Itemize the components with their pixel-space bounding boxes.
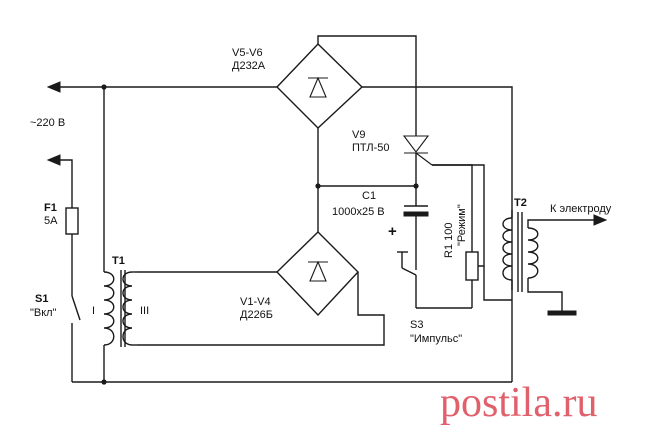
label-v5v6-type: Д232А xyxy=(232,60,266,72)
label-electrode: К электроду xyxy=(550,203,612,215)
label-winding-1: I xyxy=(92,305,95,317)
label-t2: T2 xyxy=(514,197,527,209)
label-c1-plus: + xyxy=(388,223,397,240)
label-v9-name: V9 xyxy=(352,129,365,141)
transformer-t1 xyxy=(103,270,137,347)
label-r1-mode: "Режим" xyxy=(456,204,468,246)
label-t1: T1 xyxy=(112,255,125,267)
label-r1: R1 100 xyxy=(443,223,455,258)
potentiometer-r1 xyxy=(465,240,485,308)
label-winding-3: III xyxy=(140,305,149,317)
capacitor-c1 xyxy=(403,186,429,240)
label-s3-label: "Импульс" xyxy=(410,333,462,345)
label-v1v4-type: Д226Б xyxy=(240,309,273,321)
bridge-v1-v4 xyxy=(276,231,359,317)
watermark-text: postila.ru xyxy=(440,380,597,426)
label-s1-name: S1 xyxy=(35,293,48,305)
mains-input-top xyxy=(46,81,277,93)
transformer-t2 xyxy=(502,210,539,292)
label-c1-value: 1000x25 В xyxy=(332,206,385,218)
label-mains: ~220 В xyxy=(30,117,65,129)
switch-s1 xyxy=(71,290,81,382)
pushbutton-s3 xyxy=(397,240,417,308)
label-c1-name: C1 xyxy=(362,190,376,202)
label-f1-name: F1 xyxy=(44,202,57,214)
bridge-v5-v6 xyxy=(276,43,364,129)
label-v1v4-name: V1-V4 xyxy=(240,296,271,308)
label-v9-type: ПТЛ-50 xyxy=(352,142,390,154)
label-s3-name: S3 xyxy=(410,319,423,331)
label-f1-value: 5А xyxy=(44,215,58,227)
mains-input-second xyxy=(46,154,73,208)
postila-watermark: postila.ru xyxy=(440,380,597,426)
label-s1-label: "Вкл" xyxy=(30,307,57,319)
fuse-f1 xyxy=(65,207,79,235)
label-v5v6-name: V5-V6 xyxy=(232,47,263,59)
